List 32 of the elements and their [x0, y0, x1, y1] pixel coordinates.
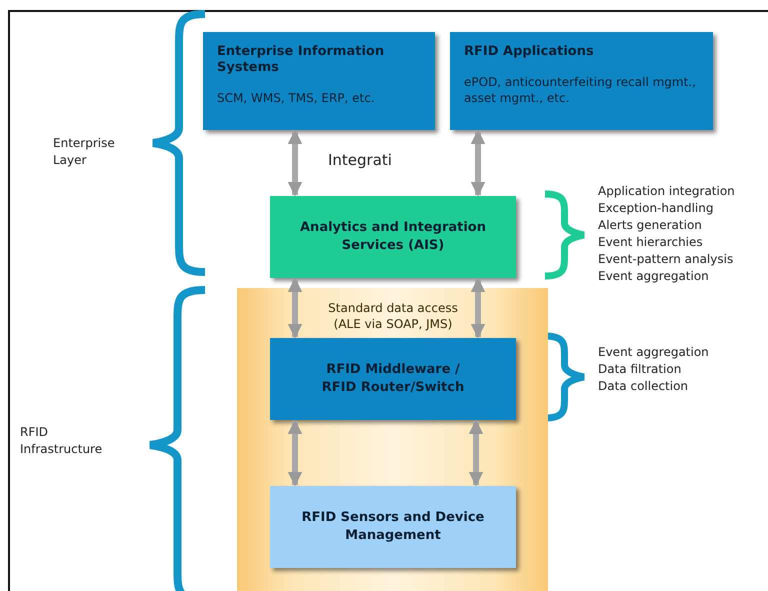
function-item: Data collection: [598, 379, 688, 393]
double-arrow: [470, 130, 486, 196]
interface-label: Standard data access (ALE via SOAP, JMS): [327, 300, 459, 332]
layer-box: [203, 32, 435, 130]
function-item: Application integration: [598, 184, 735, 198]
double-arrow: [288, 278, 302, 338]
layer-box: [270, 338, 516, 420]
function-item: Alerts generation: [598, 218, 702, 232]
function-item: Exception-handling: [598, 201, 714, 215]
function-item: Data filtration: [598, 362, 682, 376]
double-arrow: [470, 278, 486, 338]
double-arrow: [288, 130, 302, 196]
box-heading: RFID Applications: [464, 44, 595, 60]
box-heading: Enterprise Information Systems: [217, 44, 386, 76]
layer-box: [270, 486, 516, 568]
double-arrow: [468, 420, 484, 486]
box-description: ePOD, anticounterfeiting recall mgmt., asset mgmt., etc.: [464, 74, 697, 106]
function-item: Event aggregation: [598, 269, 709, 283]
box-heading: RFID Sensors and Device Management: [300, 509, 486, 545]
box-heading: Analytics and Integration Services (AIS): [299, 219, 487, 255]
double-arrow: [288, 420, 302, 486]
infrastructure-band: [237, 288, 548, 591]
layer-label: Enterprise Layer: [53, 135, 116, 169]
function-item: Event hierarchies: [598, 235, 703, 249]
layer-box: [270, 196, 516, 278]
box-heading: RFID Middleware / RFID Router/Switch: [320, 361, 466, 397]
layer-label: RFID Infrastructure: [20, 424, 100, 458]
function-item: Event-pattern analysis: [598, 252, 734, 266]
layer-box: [450, 32, 713, 130]
function-item: Event aggregation: [598, 345, 709, 359]
box-description: SCM, WMS, TMS, ERP, etc.: [217, 90, 376, 106]
integration-label: Integrati: [328, 151, 392, 169]
